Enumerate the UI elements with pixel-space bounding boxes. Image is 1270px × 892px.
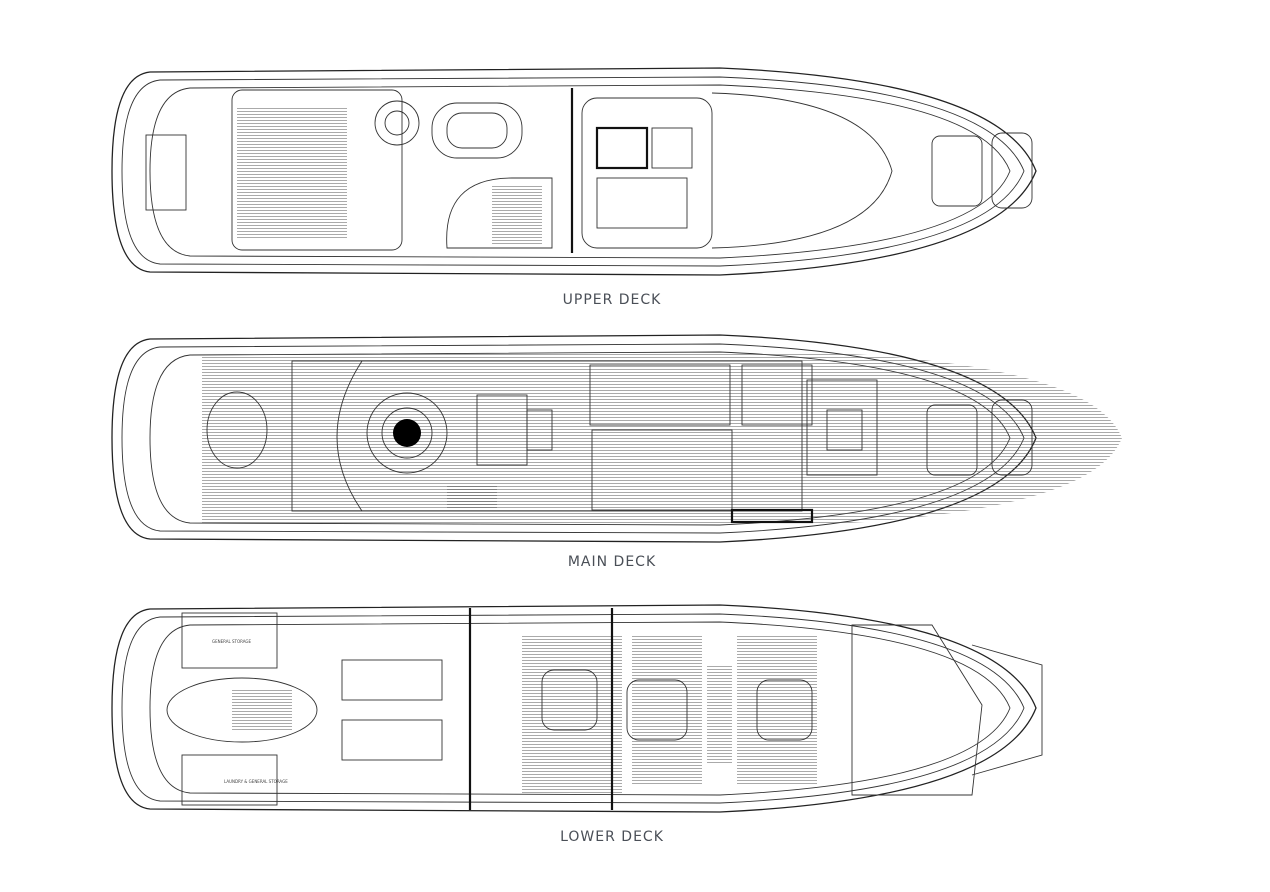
- general-storage-label: GENERAL STORAGE: [212, 639, 252, 644]
- upper-deck-title: UPPER DECK: [562, 292, 662, 308]
- lower-deck-title: LOWER DECK: [560, 829, 664, 845]
- upper-deck-plan: [111, 67, 1037, 276]
- main-deck-plan: [111, 334, 1122, 543]
- main-deck-title: MAIN DECK: [567, 554, 657, 570]
- lower-deck-plan: GENERAL STORAGE LAUNDRY & GENERAL STORAG…: [111, 604, 1043, 813]
- laundry-storage-label: LAUNDRY & GENERAL STORAGE: [224, 779, 288, 784]
